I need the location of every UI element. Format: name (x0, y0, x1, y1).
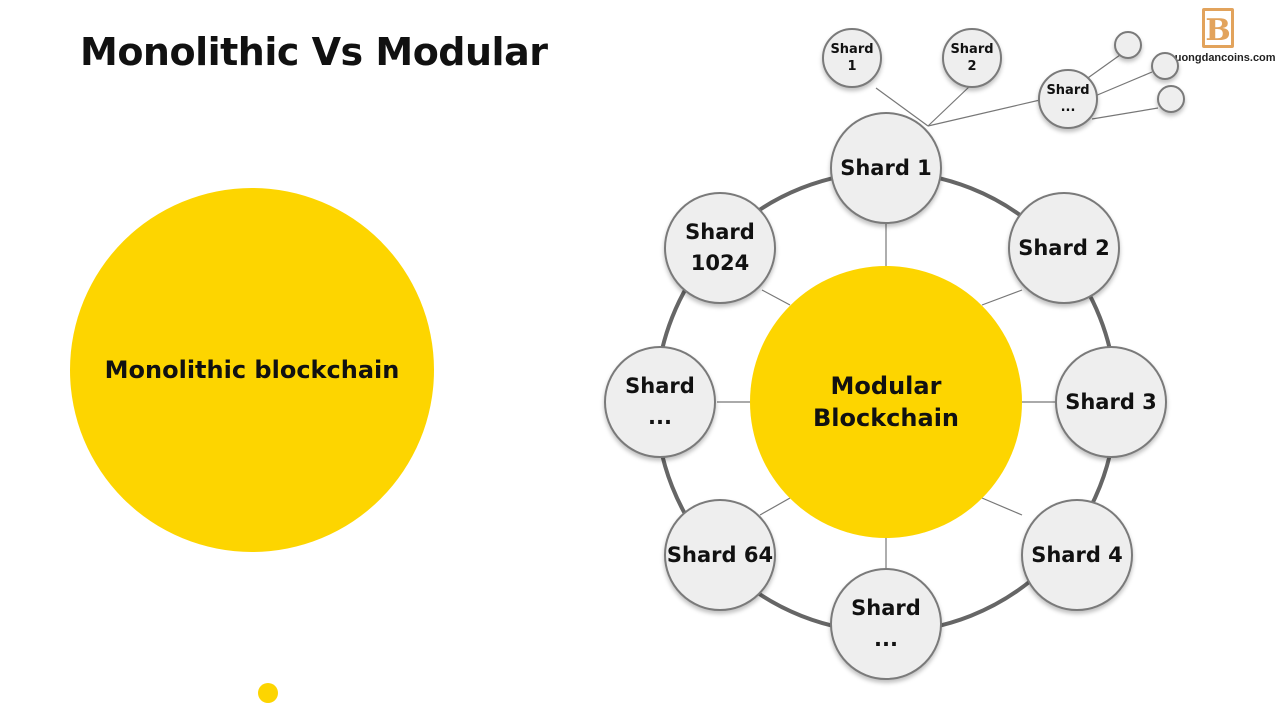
page-title: Monolithic Vs Modular (80, 30, 548, 74)
sub-line-c (927, 99, 1041, 127)
subshard-1-node: Shard 1 (822, 28, 882, 88)
shard-1-node: Shard 1 (830, 112, 942, 224)
leaf-line-1 (1084, 54, 1121, 81)
modular-label: Modular Blockchain (812, 372, 959, 432)
shard-64-label: Shard 64 (666, 542, 774, 567)
spoke-1024 (761, 289, 791, 306)
shard-1-label: Shard 1 (840, 155, 932, 180)
leaf-line-3 (1091, 107, 1159, 120)
brand-logo: B huongdancoins.com (1168, 8, 1276, 64)
monolithic-label: Monolithic blockchain (104, 356, 400, 384)
subshard-more-node: Shard ... (1038, 69, 1098, 129)
spoke-4 (981, 497, 1023, 516)
logo-text: huongdancoins.com (1168, 52, 1276, 64)
decorative-dot (258, 683, 278, 703)
shard-left-label: Shard ... (625, 374, 695, 429)
sub-line-a (875, 87, 929, 127)
leaf-line-2 (1094, 71, 1153, 97)
leaf-node-2 (1151, 52, 1179, 80)
spoke-64 (759, 497, 791, 516)
modular-circle: Modular Blockchain (750, 266, 1022, 538)
monolithic-circle: Monolithic blockchain (70, 188, 434, 552)
shard-64-node: Shard 64 (664, 499, 776, 611)
subshard-more-label: Shard ... (1046, 83, 1090, 115)
shard-4-node: Shard 4 (1021, 499, 1133, 611)
logo-icon: B (1202, 8, 1234, 48)
subshard-1-label: Shard 1 (830, 42, 874, 74)
shard-1024-node: Shard 1024 (664, 192, 776, 304)
shard-4-label: Shard 4 (1031, 542, 1123, 567)
shard-left-node: Shard ... (604, 346, 716, 458)
spoke-2 (981, 289, 1023, 306)
shard-bottom-label: Shard ... (851, 596, 921, 651)
shard-3-node: Shard 3 (1055, 346, 1167, 458)
sub-line-b (927, 85, 971, 127)
shard-1024-label: Shard 1024 (685, 220, 755, 275)
leaf-node-3 (1157, 85, 1185, 113)
shard-2-node: Shard 2 (1008, 192, 1120, 304)
subshard-2-label: Shard 2 (950, 42, 994, 74)
subshard-2-node: Shard 2 (942, 28, 1002, 88)
shard-2-label: Shard 2 (1018, 235, 1110, 260)
shard-bottom-node: Shard ... (830, 568, 942, 680)
shard-3-label: Shard 3 (1065, 389, 1157, 414)
leaf-node-1 (1114, 31, 1142, 59)
